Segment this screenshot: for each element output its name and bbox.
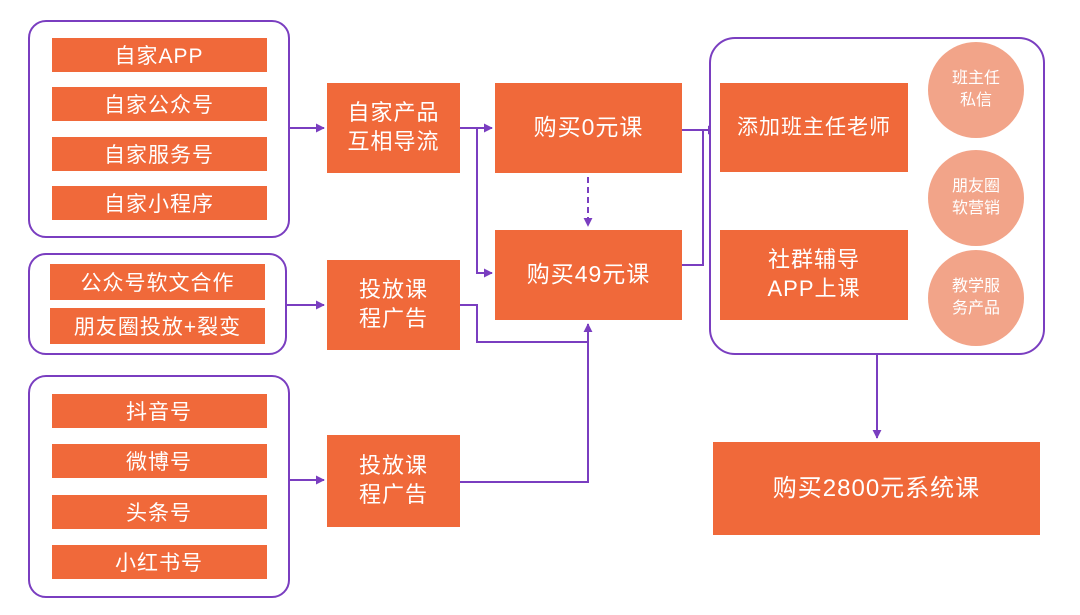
node-course-ads-1: 投放课 程广告 xyxy=(327,260,460,350)
node-toutiao: 头条号 xyxy=(51,494,267,529)
node-own-app: 自家APP xyxy=(51,37,267,72)
node-own-service-account: 自家服务号 xyxy=(51,136,267,171)
circle-moments-marketing-line1: 朋友圈 xyxy=(951,178,1000,196)
circle-moments-soft-marketing: 朋友圈 软营销 xyxy=(928,150,1024,246)
node-mutual-diversion: 自家产品 互相导流 xyxy=(327,83,460,173)
group-own-channels: 自家APP 自家公众号 自家服务号 自家小程序 xyxy=(28,20,290,238)
circle-teaching-service-line1: 教学服 xyxy=(951,278,1000,296)
node-community-tutoring-line2: APP上课 xyxy=(767,276,861,301)
circle-moments-marketing-line2: 软营销 xyxy=(951,200,1000,217)
node-own-official-account: 自家公众号 xyxy=(51,87,267,122)
circle-teaching-service-line2: 务产品 xyxy=(951,300,1000,317)
group-media-accounts: 抖音号 微博号 头条号 小红书号 xyxy=(28,375,290,598)
node-buy-2800-course: 购买2800元系统课 xyxy=(713,442,1040,535)
node-weibo: 微博号 xyxy=(51,444,267,479)
node-buy-49-course: 购买49元课 xyxy=(495,230,682,320)
circle-teaching-service-product: 教学服 务产品 xyxy=(928,250,1024,346)
node-course-ads-1-line2: 程广告 xyxy=(358,306,428,331)
node-community-tutoring-line1: 社群辅导 xyxy=(767,247,860,273)
group-wechat-ads: 公众号软文合作 朋友圈投放+裂变 xyxy=(28,253,287,355)
node-course-ads-2: 投放课 程广告 xyxy=(327,435,460,527)
circle-head-teacher-private-message: 班主任 私信 xyxy=(928,42,1024,138)
node-softarticle-coop: 公众号软文合作 xyxy=(50,263,265,300)
connector-ads2-to-49course xyxy=(460,323,593,483)
connector-diversion-to-49course xyxy=(476,128,493,278)
circle-private-message-line2: 私信 xyxy=(959,92,992,109)
node-mutual-diversion-line1: 自家产品 xyxy=(347,100,440,126)
node-course-ads-2-line1: 投放课 xyxy=(358,453,428,479)
node-douyin: 抖音号 xyxy=(51,393,267,428)
circle-private-message-line1: 班主任 xyxy=(951,70,1000,88)
node-moments-ads-fission: 朋友圈投放+裂变 xyxy=(50,308,265,345)
node-xiaohongshu: 小红书号 xyxy=(51,545,267,580)
node-course-ads-2-line2: 程广告 xyxy=(358,482,428,507)
node-mutual-diversion-line2: 互相导流 xyxy=(347,129,440,154)
node-add-head-teacher: 添加班主任老师 xyxy=(720,83,908,172)
node-buy-0-course: 购买0元课 xyxy=(495,83,682,173)
node-own-mini-program: 自家小程序 xyxy=(51,186,267,221)
node-community-tutoring: 社群辅导 APP上课 xyxy=(720,230,908,320)
connector-49course-up-join xyxy=(682,130,704,266)
node-course-ads-1-line1: 投放课 xyxy=(358,277,428,303)
